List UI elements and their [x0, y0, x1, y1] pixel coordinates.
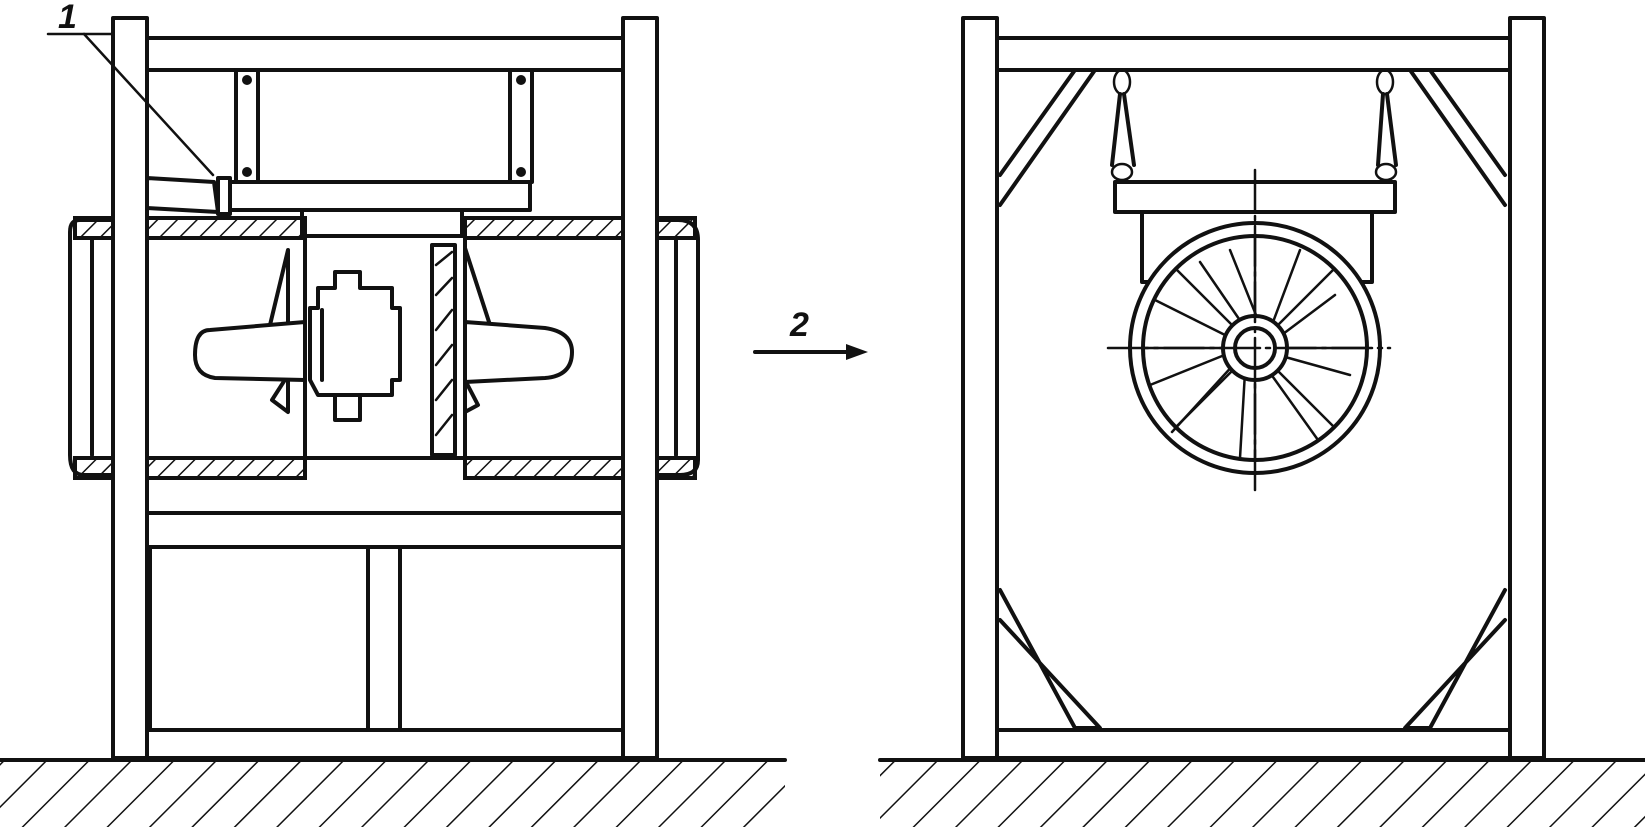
callout-1-leader [82, 32, 215, 177]
right-top-beam [993, 36, 1512, 72]
left-suspension [226, 68, 534, 238]
left-impeller [430, 243, 457, 457]
right-view-stand [961, 36, 1545, 760]
left-motor-mount-plate [226, 180, 532, 212]
right-base-plate [961, 728, 1545, 760]
left-motor [308, 270, 402, 422]
left-top-beam [138, 36, 632, 72]
right-fan-wheel [1106, 168, 1392, 497]
callout-1-label: 1 [58, 0, 77, 36]
callout-2-label: 2 [789, 306, 809, 344]
left-middle-post [366, 545, 402, 732]
left-lower-beam [138, 511, 632, 549]
airflow-arrow [753, 344, 868, 360]
right-post-left [961, 16, 999, 760]
left-post-outer [111, 16, 149, 760]
left-base-plate [111, 728, 657, 760]
ground-right [878, 758, 1645, 827]
part-1-bracket [145, 176, 232, 216]
ground-left [0, 758, 787, 827]
left-post-inner [621, 16, 659, 760]
right-post-right [1508, 16, 1546, 760]
left-fan-assembly [193, 243, 574, 457]
